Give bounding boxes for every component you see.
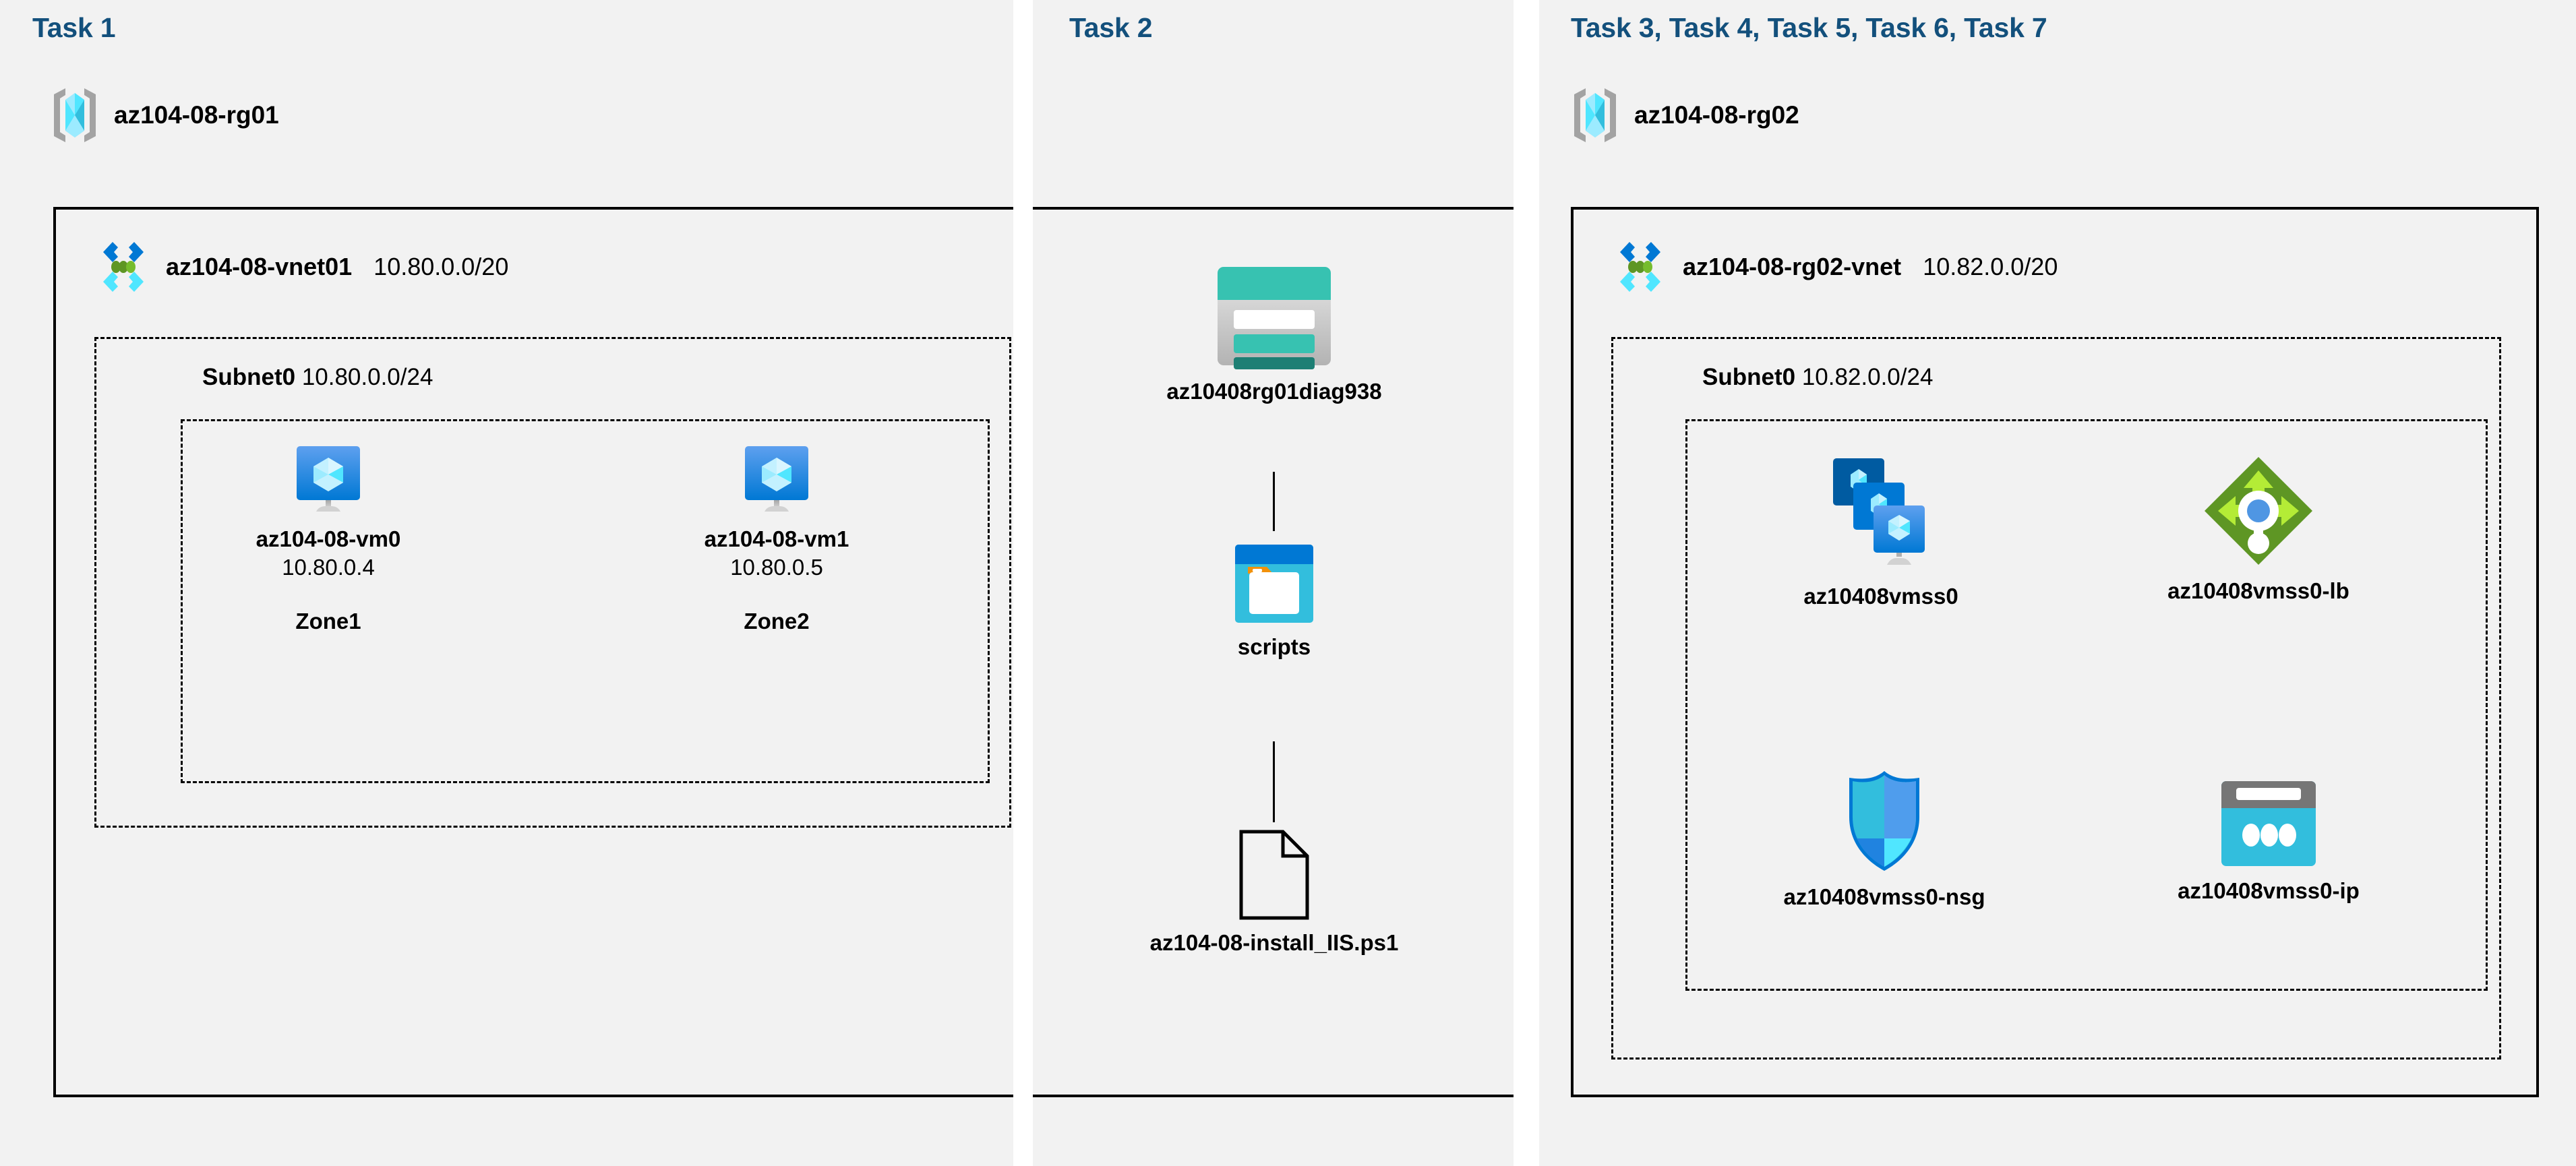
- virtual-machine-icon: [739, 441, 814, 517]
- subnet0-cidr-rg02: 10.82.0.0/24: [1801, 364, 1934, 390]
- resource-group-name: az104-08-rg02: [1634, 101, 1799, 129]
- vmss-name: az10408vmss0: [1803, 584, 1958, 609]
- blob-container-node: scripts: [1163, 543, 1385, 660]
- script-file-node: az104-08-install_IIS.ps1: [1079, 829, 1470, 956]
- task2-label: Task 2: [1069, 12, 1153, 43]
- network-security-group-icon: [1844, 768, 1925, 875]
- network-security-group-node: az10408vmss0-nsg: [1729, 768, 2039, 910]
- vm-node-vm1: az104-08-vm1 10.80.0.5 Zone2: [676, 441, 878, 634]
- task1-panel: [0, 0, 1013, 1166]
- load-balancer-icon: [2200, 453, 2316, 569]
- subnet0-cidr: 10.80.0.0/24: [301, 364, 433, 390]
- vnet01-cidr: 10.80.0.0/20: [373, 253, 509, 280]
- vm-scale-set-icon: [1817, 453, 1945, 574]
- load-balancer-node: az10408vmss0-lb: [2103, 453, 2414, 604]
- storage-account-node: az10408rg01diag938: [1133, 263, 1416, 404]
- connector-storage-to-container: [1273, 472, 1275, 531]
- nsg-name: az10408vmss0-nsg: [1783, 884, 1985, 909]
- vm-availability-group: [181, 419, 990, 783]
- storage-account-name: az10408rg01diag938: [1166, 379, 1382, 404]
- vm0-zone: Zone1: [295, 609, 361, 634]
- public-ip-node: az10408vmss0-ip: [2124, 778, 2414, 904]
- task3-label: Task 3, Task 4, Task 5, Task 6, Task 7: [1571, 12, 2047, 43]
- subnet0-name: Subnet0: [202, 364, 296, 390]
- resource-group-rg01: az104-08-rg01: [51, 86, 279, 144]
- resource-group-rg02: az104-08-rg02: [1571, 86, 1799, 144]
- vm1-name: az104-08-vm1: [704, 526, 849, 551]
- vm1-zone: Zone2: [744, 609, 810, 634]
- rg02-vnet-cidr: 10.82.0.0/20: [1923, 253, 2058, 280]
- vm-node-vm0: az104-08-vm0 10.80.0.4 Zone1: [227, 441, 429, 634]
- storage-account-icon: [1214, 263, 1335, 369]
- rg02-vnet-header: az104-08-rg02-vnet 10.82.0.0/20: [1611, 239, 2058, 295]
- vm0-ip: 10.80.0.4: [282, 555, 375, 580]
- connector-container-to-file: [1273, 741, 1275, 822]
- resource-group-icon: [1571, 86, 1619, 144]
- task2-left-gutter: [1013, 0, 1033, 1166]
- vnet01-name: az104-08-vnet01: [166, 253, 353, 280]
- task2-right-gutter: [1514, 0, 1539, 1166]
- file-icon: [1237, 829, 1311, 921]
- vmss-resource-group-box: [1685, 419, 2488, 991]
- task1-label: Task 1: [32, 12, 116, 43]
- task2-container-box: [1033, 207, 1514, 1097]
- resource-group-name: az104-08-rg01: [114, 101, 279, 129]
- vm1-ip: 10.80.0.5: [730, 555, 823, 580]
- blob-container-name: scripts: [1237, 634, 1311, 659]
- subnet0-container-rg02: [1611, 337, 2501, 1060]
- subnet0-caption: Subnet0 10.80.0.0/24: [202, 364, 433, 391]
- virtual-machine-icon: [291, 441, 366, 517]
- vnet01-header: az104-08-vnet01 10.80.0.0/20: [94, 239, 508, 295]
- virtual-network-icon: [94, 239, 152, 295]
- public-ip-name: az10408vmss0-ip: [2178, 878, 2360, 903]
- resource-group-icon: [51, 86, 99, 144]
- rg02-vnet-name: az104-08-rg02-vnet: [1683, 253, 1902, 280]
- script-file-name: az104-08-install_IIS.ps1: [1149, 930, 1399, 955]
- vm0-name: az104-08-vm0: [256, 526, 401, 551]
- rg02-vnet-container: [1571, 207, 2539, 1097]
- blob-container-icon: [1233, 543, 1315, 625]
- vmss-node: az10408vmss0: [1739, 453, 2023, 609]
- virtual-network-icon: [1611, 239, 1669, 295]
- subnet0-caption-rg02: Subnet0 10.82.0.0/24: [1702, 364, 1933, 391]
- load-balancer-name: az10408vmss0-lb: [2167, 578, 2349, 603]
- subnet0-container: [94, 337, 1011, 828]
- public-ip-address-icon: [2219, 778, 2318, 869]
- task3-panel: [1539, 0, 2576, 1166]
- subnet0-name-rg02: Subnet0: [1702, 364, 1796, 390]
